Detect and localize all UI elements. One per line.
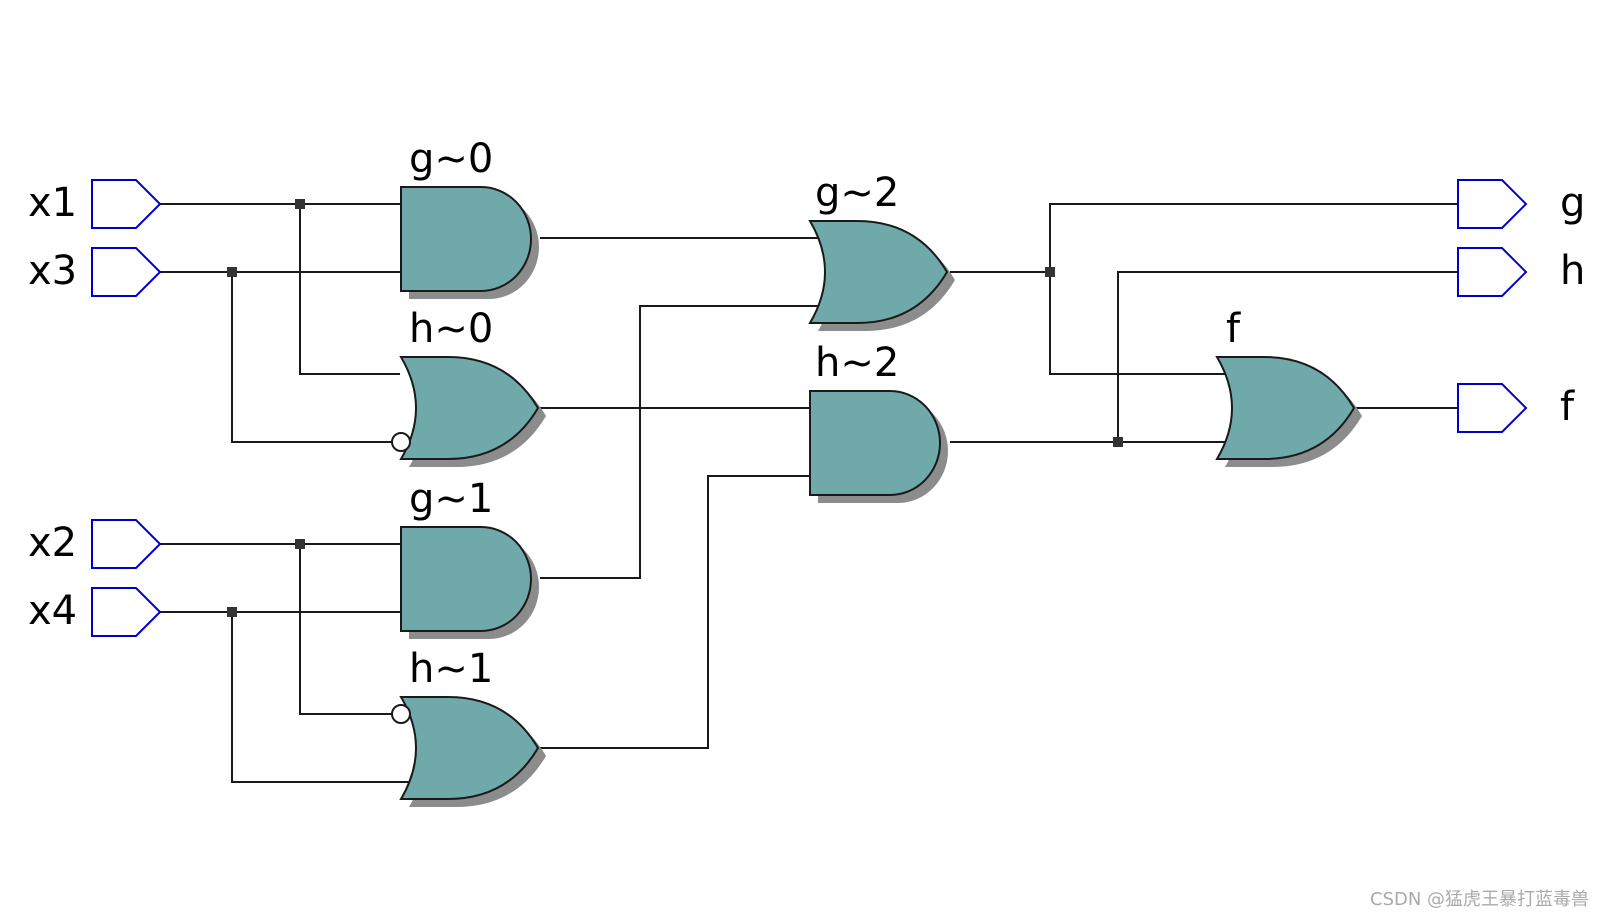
output-port-g[interactable]: g (1457, 179, 1585, 229)
gate-h2[interactable]: h~2 (809, 340, 948, 503)
wire-x4-to-h1 (231, 612, 412, 783)
gate-f[interactable]: f (1215, 306, 1362, 467)
gate-label: g~2 (815, 170, 899, 216)
junction-dot (295, 199, 305, 209)
junction-dot (1045, 267, 1055, 277)
port-label: x2 (28, 520, 77, 566)
wire-h2-to-h (1117, 271, 1458, 442)
junctions (227, 199, 1123, 617)
junction-dot (227, 607, 237, 617)
gate-g0[interactable]: g~0 (400, 136, 539, 299)
junction-dot (227, 267, 237, 277)
output-port-f[interactable]: f (1457, 383, 1575, 433)
gate-label: f (1226, 306, 1241, 352)
junction-dot (1113, 437, 1123, 447)
gate-label: h~2 (815, 340, 899, 386)
wire-h1-to-h2 (540, 475, 810, 749)
port-label: x1 (28, 180, 77, 226)
gate-label: h~1 (409, 646, 493, 692)
wire-x3-to-h0 (231, 272, 392, 443)
gate-g1[interactable]: g~1 (400, 476, 539, 639)
input-port-x3[interactable]: x3 (28, 247, 162, 297)
wire-g2-to-f (1049, 272, 1230, 375)
port-label: g (1560, 180, 1585, 226)
watermark: CSDN @猛虎王暴打蓝毒兽 (1370, 889, 1589, 910)
output-port-h[interactable]: h (1457, 247, 1585, 297)
wire-x2-to-h1 (299, 544, 392, 715)
inverter-bubble (391, 704, 411, 724)
gate-label: g~1 (409, 476, 493, 522)
gate-label: g~0 (409, 136, 493, 182)
input-port-x1[interactable]: x1 (28, 179, 162, 229)
gate-h1[interactable]: h~1 (391, 646, 546, 807)
wire-g1-to-g2 (540, 305, 820, 579)
gate-h0[interactable]: h~0 (391, 306, 546, 467)
port-label: h (1560, 248, 1585, 294)
port-label: x3 (28, 248, 77, 294)
gate-g2[interactable]: g~2 (808, 170, 955, 331)
input-port-x2[interactable]: x2 (28, 519, 162, 569)
gate-label: h~0 (409, 306, 493, 352)
inverter-bubble (391, 432, 411, 452)
wire-g2-to-g (1049, 203, 1458, 272)
port-label: f (1560, 384, 1575, 430)
wire-x1-to-h0 (299, 204, 400, 375)
input-port-x4[interactable]: x4 (28, 587, 162, 637)
wires (160, 203, 1458, 783)
junction-dot (295, 539, 305, 549)
port-label: x4 (28, 588, 77, 634)
